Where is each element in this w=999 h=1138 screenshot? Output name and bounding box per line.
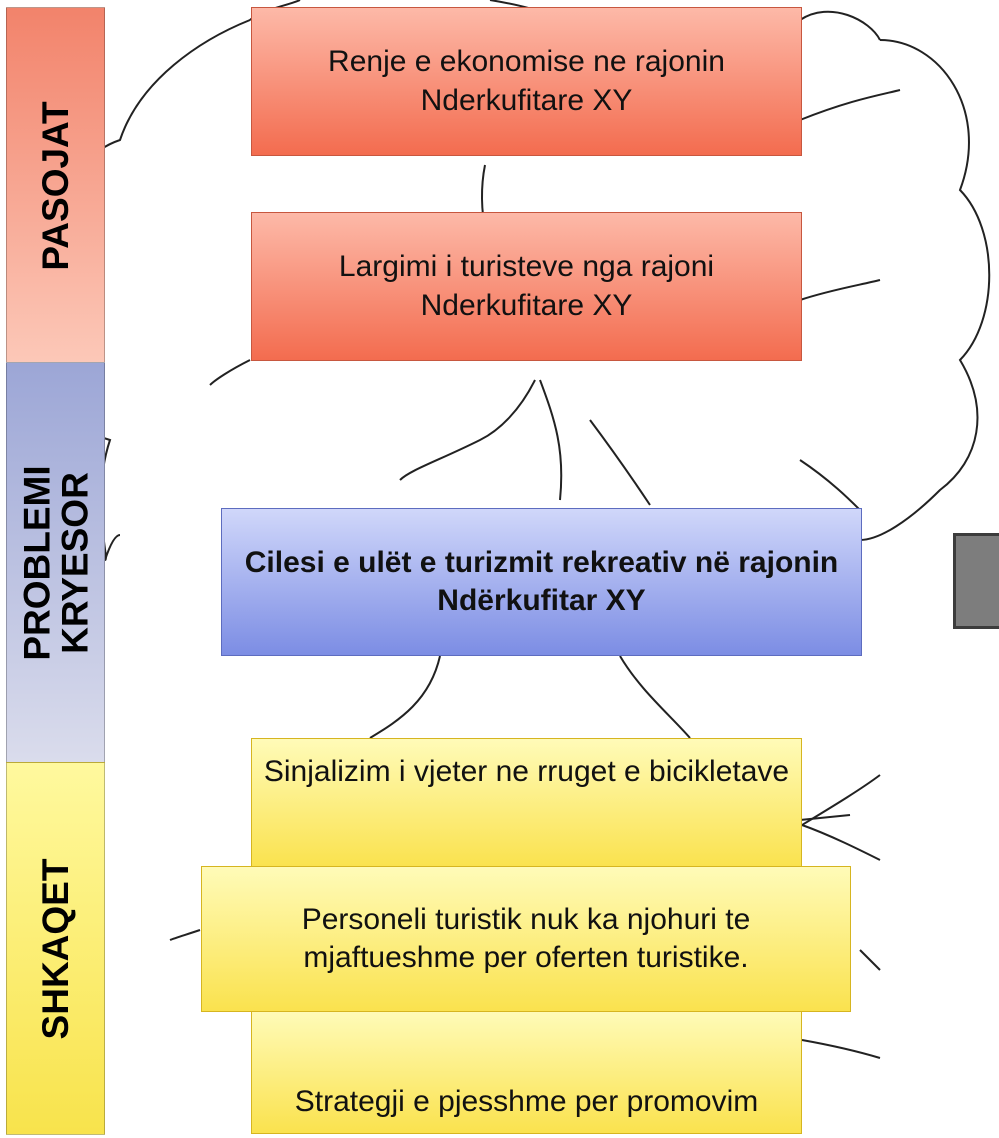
cause-text: Personeli turistik nuk ka njohuri te mja… <box>301 902 751 974</box>
gray-block <box>953 533 999 629</box>
effects-band-label: PASOJAT <box>34 100 76 271</box>
core-problem-text: Cilesi e ulët e turizmit rekreativ në ra… <box>244 545 839 617</box>
cause-box: Personeli turistik nuk ka njohuri te mja… <box>201 866 851 1012</box>
effect-text: Renje e ekonomise ne rajonin Nderkufitar… <box>328 45 725 117</box>
effect-box: Renje e ekonomise ne rajonin Nderkufitar… <box>251 7 802 156</box>
core-problem-band-label: PROBLEMI KRYESOR <box>15 465 95 661</box>
cause-text: Sinjalizim i vjeter ne rruget e biciklet… <box>263 755 790 788</box>
causes-band: SHKAQET <box>6 762 105 1135</box>
cause-text: Strategji e pjesshme per promovim <box>294 1084 759 1118</box>
effect-text: Largimi i turisteve nga rajoni Nderkufit… <box>338 250 715 322</box>
effect-box: Largimi i turisteve nga rajoni Nderkufit… <box>251 212 802 361</box>
cause-box: Sinjalizim i vjeter ne rruget e biciklet… <box>251 738 802 868</box>
cause-box: Strategji e pjesshme per promovim <box>251 1010 802 1134</box>
effects-band: PASOJAT <box>6 7 105 364</box>
core-problem-band: PROBLEMI KRYESOR <box>6 362 105 764</box>
core-problem-box: Cilesi e ulët e turizmit rekreativ në ra… <box>221 508 862 656</box>
causes-band-label: SHKAQET <box>34 858 76 1039</box>
